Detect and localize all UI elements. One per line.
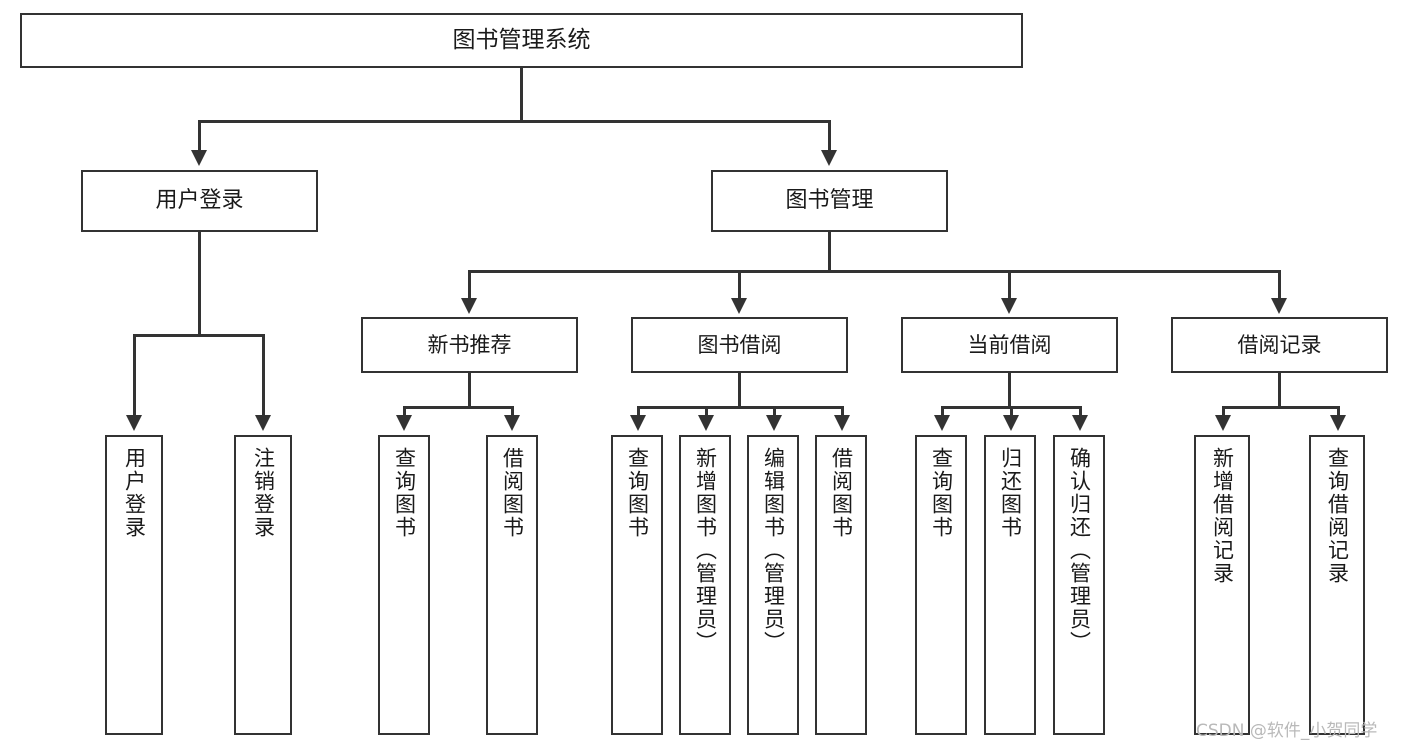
node-label: 查询图书 — [392, 447, 417, 539]
node-label: 借阅记录 — [1237, 332, 1322, 357]
edge-bb-to-leaf-3 — [773, 406, 776, 417]
leaf-cb-confirm-return-admin[interactable]: 确认归还（管理员） — [1053, 435, 1105, 735]
arrow-root-to-book-management — [821, 150, 837, 166]
node-new-book-recommend[interactable]: 新书推荐 — [361, 317, 578, 373]
node-label: 图书管理 — [785, 188, 874, 214]
node-label: 注销登录 — [251, 447, 276, 539]
edge-current-borrow-stem — [1008, 373, 1011, 408]
edge-book-management-stem — [828, 232, 831, 272]
edge-root-to-book-management — [828, 120, 831, 152]
leaf-logout[interactable]: 注销登录 — [234, 435, 292, 735]
node-borrow-record[interactable]: 借阅记录 — [1171, 317, 1388, 373]
edge-book-borrow-stem — [738, 373, 741, 408]
arrow-bm-to-borrow-record — [1271, 298, 1287, 314]
edge-root-to-user-login — [198, 120, 201, 152]
node-label: 借阅图书 — [829, 447, 854, 539]
arrow-bb-to-leaf-2 — [698, 415, 714, 431]
edge-nb-to-leaf-2 — [511, 406, 514, 417]
leaf-cb-query-book[interactable]: 查询图书 — [915, 435, 967, 735]
edge-new-book-bus — [403, 406, 513, 409]
arrow-bm-to-current-borrow — [1001, 298, 1017, 314]
edge-nb-to-leaf-1 — [403, 406, 406, 417]
node-book-management[interactable]: 图书管理 — [711, 170, 948, 232]
node-book-management-system[interactable]: 图书管理系统 — [20, 13, 1023, 68]
edge-bm-to-borrow-record — [1278, 270, 1281, 300]
leaf-bb-query-book[interactable]: 查询图书 — [611, 435, 663, 735]
node-label: 查询借阅记录 — [1325, 447, 1350, 585]
arrow-user-login-to-leaf-2 — [255, 415, 271, 431]
node-label: 图书借阅 — [697, 332, 782, 357]
edge-borrow-record-bus — [1222, 406, 1339, 409]
arrow-bb-to-leaf-1 — [630, 415, 646, 431]
edge-bm-to-book-borrow — [738, 270, 741, 300]
edge-bb-to-leaf-2 — [705, 406, 708, 417]
node-label: 归还图书 — [998, 447, 1023, 539]
node-label: 新增借阅记录 — [1210, 447, 1235, 585]
node-label: 用户登录 — [155, 188, 244, 214]
leaf-nb-query-book[interactable]: 查询图书 — [378, 435, 430, 735]
edge-bm-to-new-book — [468, 270, 471, 300]
leaf-user-login[interactable]: 用户登录 — [105, 435, 163, 735]
arrow-bm-to-book-borrow — [731, 298, 747, 314]
arrow-br-to-leaf-1 — [1215, 415, 1231, 431]
arrow-nb-to-leaf-2 — [504, 415, 520, 431]
edge-bb-to-leaf-1 — [637, 406, 640, 417]
leaf-nb-borrow-book[interactable]: 借阅图书 — [486, 435, 538, 735]
leaf-br-query-record[interactable]: 查询借阅记录 — [1309, 435, 1365, 735]
node-current-borrow[interactable]: 当前借阅 — [901, 317, 1118, 373]
leaf-bb-add-book-admin[interactable]: 新增图书（管理员） — [679, 435, 731, 735]
arrow-cb-to-leaf-3 — [1072, 415, 1088, 431]
node-label: 新书推荐 — [427, 332, 512, 357]
arrow-bb-to-leaf-4 — [834, 415, 850, 431]
edge-root-bus — [199, 120, 831, 123]
edge-user-login-to-leaf-2 — [262, 334, 265, 417]
edge-root-stem — [520, 68, 523, 120]
edge-new-book-stem — [468, 373, 471, 408]
arrow-user-login-to-leaf-1 — [126, 415, 142, 431]
leaf-cb-return-book[interactable]: 归还图书 — [984, 435, 1036, 735]
edge-book-management-bus — [468, 270, 1280, 273]
watermark: CSDN @软件_小贺同学 — [1196, 721, 1378, 741]
node-label: 用户登录 — [122, 447, 147, 539]
node-label: 查询图书 — [929, 447, 954, 539]
edge-user-login-bus — [133, 334, 264, 337]
edge-bb-to-leaf-4 — [841, 406, 844, 417]
arrow-root-to-user-login — [191, 150, 207, 166]
node-label: 图书管理系统 — [452, 26, 591, 53]
node-label: 借阅图书 — [500, 447, 525, 539]
edge-cb-to-leaf-1 — [941, 406, 944, 417]
leaf-br-add-record[interactable]: 新增借阅记录 — [1194, 435, 1250, 735]
edge-user-login-to-leaf-1 — [133, 334, 136, 417]
node-user-login[interactable]: 用户登录 — [81, 170, 318, 232]
edge-user-login-stem — [198, 232, 201, 336]
edge-cb-to-leaf-2 — [1010, 406, 1013, 417]
edge-book-borrow-bus — [637, 406, 843, 409]
node-label: 查询图书 — [625, 447, 650, 539]
leaf-bb-borrow-book[interactable]: 借阅图书 — [815, 435, 867, 735]
node-label: 新增图书（管理员） — [693, 447, 718, 654]
arrow-cb-to-leaf-1 — [934, 415, 950, 431]
arrow-bm-to-new-book — [461, 298, 477, 314]
arrow-bb-to-leaf-3 — [766, 415, 782, 431]
edge-borrow-record-stem — [1278, 373, 1281, 408]
edge-cb-to-leaf-3 — [1079, 406, 1082, 417]
arrow-cb-to-leaf-2 — [1003, 415, 1019, 431]
edge-br-to-leaf-1 — [1222, 406, 1225, 417]
edge-bm-to-current-borrow — [1008, 270, 1011, 300]
node-book-borrow[interactable]: 图书借阅 — [631, 317, 848, 373]
node-label: 当前借阅 — [967, 332, 1052, 357]
arrow-nb-to-leaf-1 — [396, 415, 412, 431]
leaf-bb-edit-book-admin[interactable]: 编辑图书（管理员） — [747, 435, 799, 735]
arrow-br-to-leaf-2 — [1330, 415, 1346, 431]
node-label: 确认归还（管理员） — [1067, 447, 1092, 654]
edge-br-to-leaf-2 — [1337, 406, 1340, 417]
node-label: 编辑图书（管理员） — [761, 447, 786, 654]
